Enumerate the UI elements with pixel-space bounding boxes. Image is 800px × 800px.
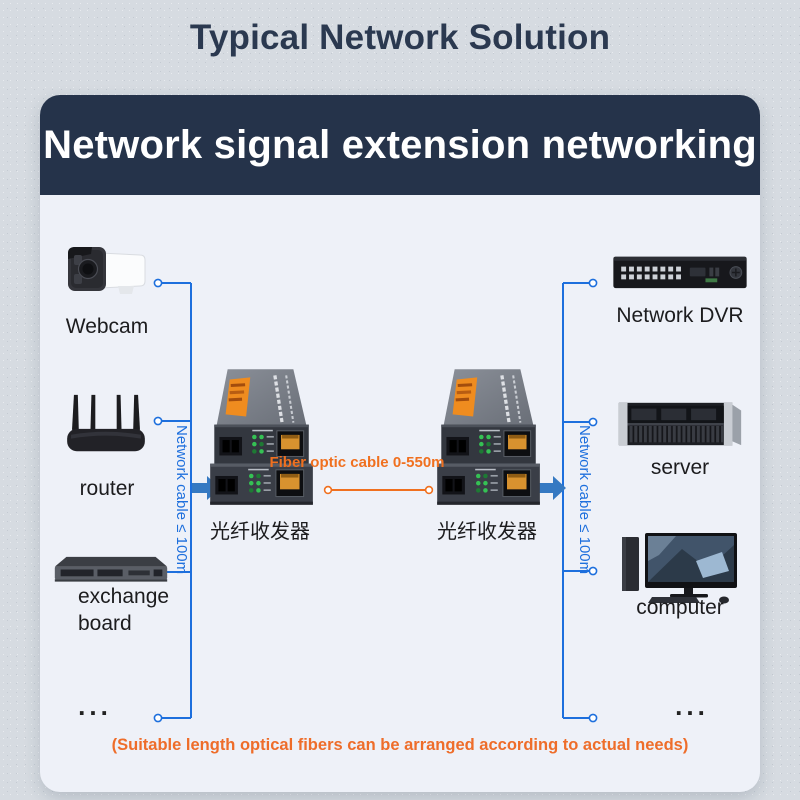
fiber-converter-left-image	[203, 365, 318, 511]
webcam-image	[62, 241, 152, 303]
network-dvr-image	[611, 247, 749, 296]
right-cable-tree	[562, 282, 589, 719]
solution-card: Network signal extension networking	[40, 95, 760, 792]
banner-title: Network signal extension networking	[43, 122, 757, 167]
router-image	[62, 391, 150, 459]
fiber-cable-label: Fiber optic cable 0-550m	[269, 454, 445, 471]
left-cable-label: Network cable ≤ 100m	[173, 425, 190, 575]
computer-label: computer	[636, 596, 724, 619]
server-label: server	[650, 456, 710, 479]
page-title: Typical Network Solution	[189, 18, 611, 57]
exchange-board-label: exchange board	[78, 585, 170, 635]
fiber-converter-right-label: 光纤收发器	[437, 521, 537, 543]
server-image	[615, 395, 745, 453]
right-cable-nodes	[588, 278, 598, 723]
footnote: (Suitable length optical fibers can be a…	[111, 736, 689, 754]
network-diagram: Webcam router exchange board ... Network…	[40, 95, 760, 792]
right-ellipsis-label: ...	[675, 691, 709, 721]
fiber-converter-left-label: 光纤收发器	[210, 521, 310, 543]
banner: Network signal extension networking	[40, 95, 760, 195]
router-label: router	[79, 477, 135, 500]
left-ellipsis-label: ...	[78, 691, 112, 721]
network-dvr-label: Network DVR	[616, 304, 744, 327]
fiber-link	[323, 485, 434, 495]
fiber-converter-right-image	[430, 365, 545, 511]
webcam-label: Webcam	[65, 315, 149, 338]
right-arrow-icon	[538, 476, 566, 500]
right-cable-label: Network cable ≤ 100m	[576, 425, 593, 575]
exchange-board-image	[52, 554, 170, 585]
